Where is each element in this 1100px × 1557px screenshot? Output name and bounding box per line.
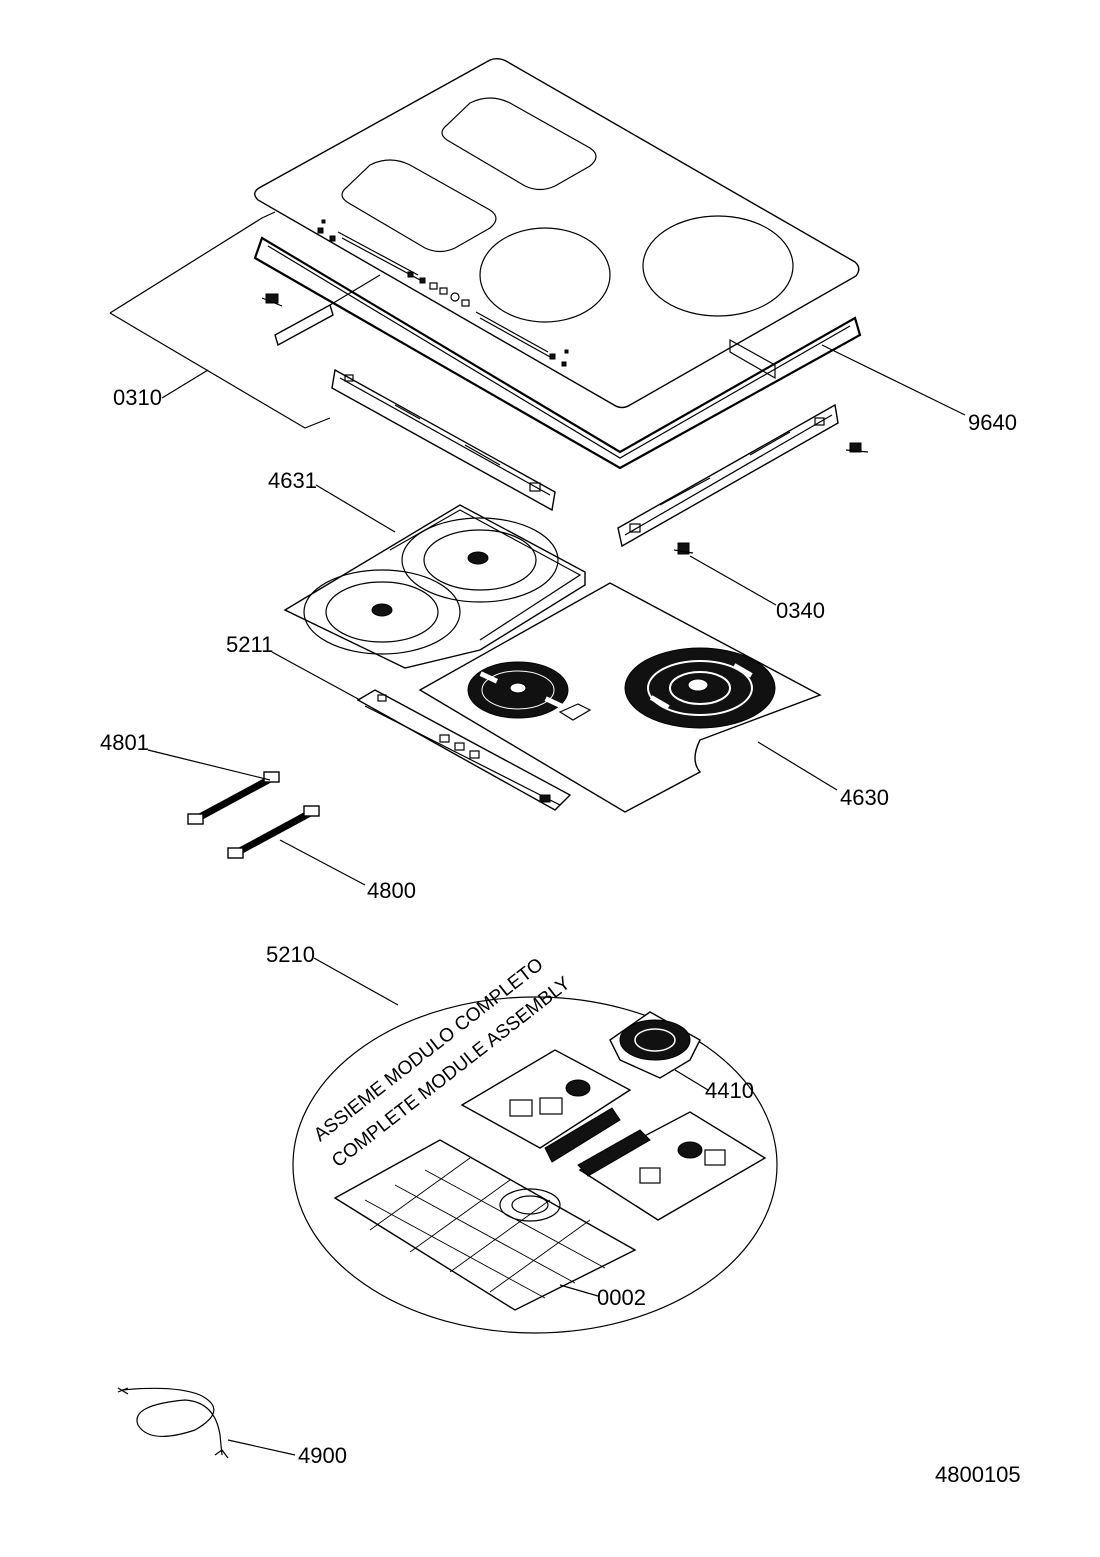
label-4631: 4631 (268, 468, 317, 493)
label-4900: 4900 (298, 1443, 347, 1468)
label-5210: 5210 (266, 942, 315, 967)
label-0340: 0340 (776, 598, 825, 623)
module-assembly-5210: ASSIEME MODULO COMPLETO COMPLETE MODULE … (292, 954, 778, 1334)
coil-tray-4631 (283, 504, 586, 669)
power-board-upper (460, 1049, 632, 1163)
ribbon-cable-4800 (227, 805, 320, 859)
side-bracket-left (274, 274, 381, 347)
label-4630: 4630 (840, 785, 889, 810)
control-board-5211 (356, 689, 572, 811)
induction-plate-4630 (418, 582, 822, 813)
control-strip (317, 219, 569, 367)
clip-right (845, 442, 869, 453)
clip-0340 (673, 542, 694, 555)
label-5211: 5211 (226, 632, 273, 657)
side-rail-right (617, 403, 839, 548)
drawing-number: 4800105 (935, 1462, 1021, 1487)
glass-top-9640 (253, 58, 862, 470)
ribbon-cable-4801 (187, 771, 280, 825)
side-rail-left (331, 368, 556, 512)
label-4801: 4801 (100, 730, 149, 755)
label-9640: 9640 (968, 410, 1017, 435)
label-4800: 4800 (367, 878, 416, 903)
base-tray-0002 (333, 1139, 637, 1311)
label-0002: 0002 (597, 1285, 646, 1310)
power-board-lower (577, 1111, 767, 1221)
clip-left (261, 293, 283, 307)
power-cable-4900 (117, 1387, 229, 1459)
leader-lines (147, 344, 966, 1456)
fan-4410 (609, 1011, 701, 1079)
label-0310: 0310 (113, 385, 162, 410)
gasket-sheet-0310 (109, 211, 331, 429)
label-4410: 4410 (705, 1078, 754, 1103)
